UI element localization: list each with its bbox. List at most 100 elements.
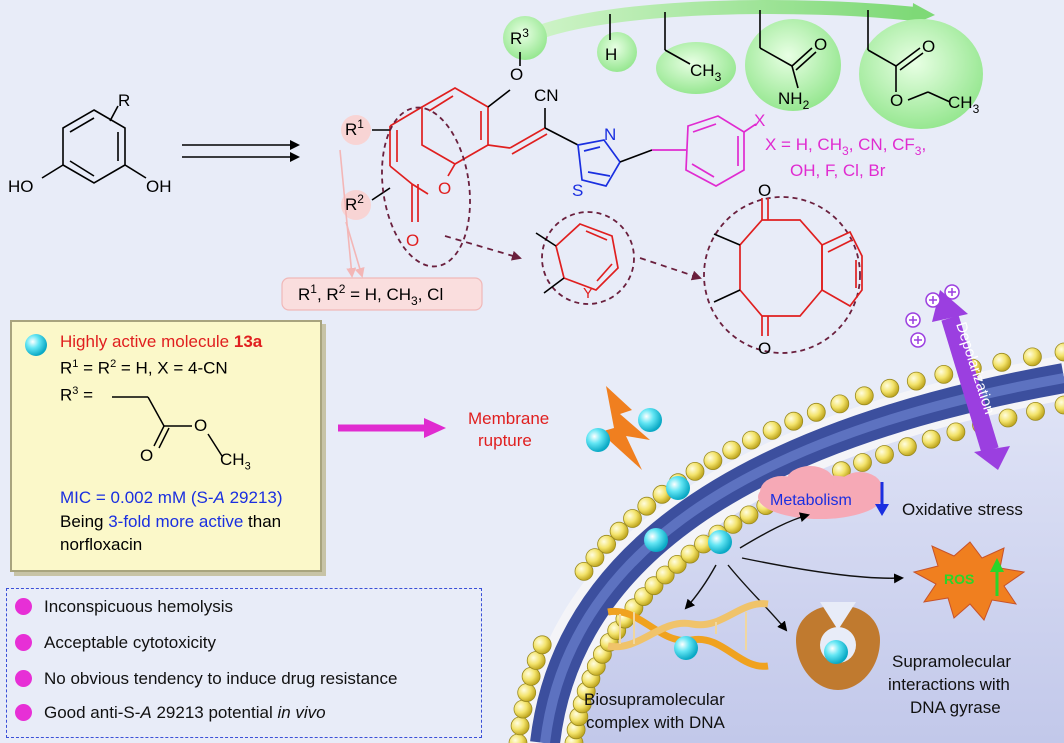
lipid-head: [1054, 395, 1064, 415]
cyano-label: CN: [534, 86, 559, 105]
depolarization-arrow: [932, 290, 1010, 470]
lipid-head: [762, 420, 782, 440]
option-ester-o1: O: [922, 37, 935, 56]
ring-o: O: [438, 179, 451, 198]
naphthoquinone-rings: [739, 198, 863, 336]
coumarin-scaffold: [341, 52, 757, 268]
card-line2: R3 =: [60, 385, 94, 405]
lipid-head: [597, 534, 616, 554]
lipid-head: [667, 555, 687, 574]
highlight-card: Highly active molecule 13a R1 = R2 = H, …: [10, 320, 322, 572]
option-h-oval: [597, 32, 637, 72]
ros-label: ROS: [944, 571, 974, 587]
lipid-head: [637, 496, 657, 516]
lipid-head: [574, 562, 594, 581]
ether-o: O: [510, 65, 523, 84]
lipid-head: [517, 683, 537, 702]
lipid-head: [880, 378, 900, 398]
naphthoquinone-o-top: O: [758, 181, 771, 200]
lipid-head: [739, 505, 759, 525]
card-ester-ch3: CH3: [220, 450, 251, 473]
pyridine-y: Y: [583, 285, 593, 302]
carbonyl-o: O: [406, 231, 419, 250]
naphthoquinone-o-bottom: O: [758, 339, 771, 358]
option-amide-nh2: NH2: [778, 89, 810, 112]
option-ester-ch3: CH3: [948, 93, 980, 116]
lipid-head: [526, 651, 546, 670]
reactant-ho: HO: [8, 177, 34, 196]
lipid-head: [998, 408, 1018, 428]
dna-complex-line2: complex with DNA: [586, 713, 726, 732]
card-being: Being 3-fold more active than: [60, 512, 282, 531]
up-arrow-icon: [990, 558, 1004, 596]
lipid-head: [609, 521, 629, 541]
dna-complex-line1: Biosupramolecular: [584, 690, 725, 709]
lipid-head: [655, 565, 675, 585]
card-title: Highly active molecule 13a: [60, 332, 263, 351]
r12-definition: R1, R2 = H, CH3, Cl: [298, 282, 443, 308]
down-arrow-icon: [875, 482, 889, 516]
bullet-icon: [15, 598, 32, 615]
option-h: H: [605, 45, 617, 64]
card-ester-o2: O: [140, 446, 154, 465]
r2-label: R2: [345, 192, 364, 214]
molecule-icon: [638, 408, 662, 432]
lightning-icon: [600, 386, 650, 470]
cell: [508, 342, 1064, 743]
molecule-icon: [708, 530, 732, 554]
molecule-icon: [666, 476, 690, 500]
lipid-head: [521, 667, 541, 686]
thiazole-n: N: [604, 125, 616, 144]
gyrase-line3: DNA gyrase: [910, 698, 1001, 717]
card-mic: MIC = 0.002 mM (S-A 29213): [60, 488, 283, 507]
property-item: Inconspicuous hemolysis: [15, 597, 233, 617]
molecule-icon: [674, 636, 698, 660]
lipid-head: [742, 430, 761, 450]
x-definition-line2: OH, F, Cl, Br: [790, 161, 886, 180]
property-item: Acceptable cytotoxicity: [15, 633, 216, 653]
lipid-head: [723, 515, 743, 534]
lipid-head: [703, 451, 723, 471]
lipid-head: [1026, 401, 1045, 421]
r3-variation-arrow: [533, 0, 922, 39]
property-item: Good anti-S-A 29213 potential in vivo: [15, 703, 326, 723]
metabolism-label: Metabolism: [770, 492, 852, 509]
lipid-head: [585, 548, 605, 567]
membrane-rupture-line2: rupture: [478, 431, 532, 450]
option-ester-oval: [859, 19, 983, 129]
card-ester-o1: O: [194, 416, 208, 435]
bullet-icon: [15, 670, 32, 687]
r3-highlight: [503, 16, 547, 60]
reactant-oh: OH: [146, 177, 172, 196]
bullet-icon: [15, 634, 32, 651]
lipid-head: [875, 445, 894, 464]
molecule-icon: [586, 428, 610, 452]
properties-box: Inconspicuous hemolysis Acceptable cytot…: [6, 588, 482, 738]
scaffold-hop-arrow-1: [444, 235, 522, 261]
lipid-head: [946, 422, 966, 442]
lipid-head: [784, 411, 804, 431]
mechanism-arrows: [684, 512, 904, 632]
membrane-rupture-line1: Membrane: [468, 409, 549, 428]
option-ethyl: CH3: [690, 61, 722, 84]
lipid-head: [806, 402, 826, 422]
option-ethyl-oval: [656, 42, 736, 94]
r1-label: R1: [345, 117, 364, 139]
lipid-head: [685, 461, 705, 481]
card-molecule-icon: [25, 334, 47, 356]
property-item: No obvious tendency to induce drug resis…: [15, 669, 397, 689]
gyrase-line1: Supramolecular: [892, 652, 1011, 671]
lipid-head: [1054, 342, 1064, 362]
r3-label: R3: [510, 26, 529, 48]
lipid-head: [722, 440, 742, 460]
lipid-head: [510, 716, 530, 736]
molecule-icon: [824, 640, 848, 664]
cation-plus-signs: [909, 288, 956, 344]
card-svg: [25, 334, 223, 457]
bullet-icon: [15, 704, 32, 721]
card-ester-structure: [112, 396, 223, 457]
lipid-head: [898, 437, 917, 457]
r3-option-bonds: [609, 10, 951, 103]
